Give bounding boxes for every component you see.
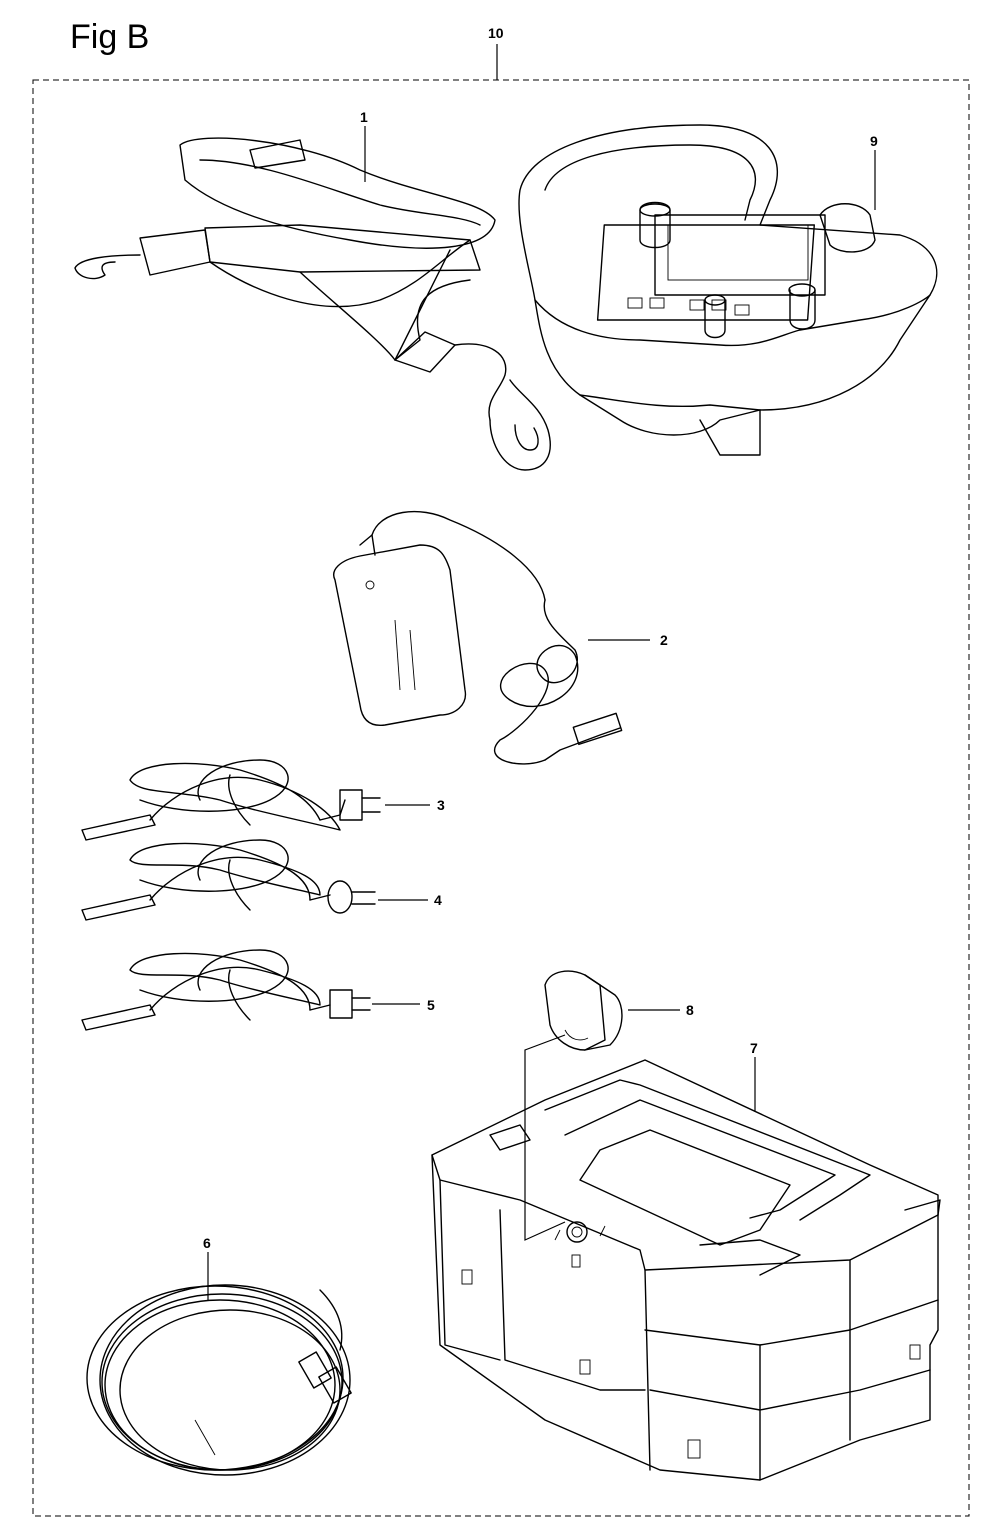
callout-1: 1 <box>360 109 368 125</box>
extension-cable-icon <box>86 1284 352 1476</box>
leader-8-link <box>524 1034 566 1241</box>
power-cord-us-icon <box>81 759 381 841</box>
power-cord-jp-icon <box>81 949 371 1031</box>
callout-2: 2 <box>660 632 668 648</box>
callout-8: 8 <box>686 1002 694 1018</box>
remote-control-icon <box>518 124 938 456</box>
power-cord-eu-icon <box>81 839 376 921</box>
callout-3: 3 <box>437 797 445 813</box>
assembly-boundary <box>32 79 970 1517</box>
callout-4: 4 <box>434 892 442 908</box>
callout-9: 9 <box>870 133 878 149</box>
shoulder-strap-icon <box>74 137 551 471</box>
callout-5: 5 <box>427 997 435 1013</box>
figure-title: Fig B <box>70 18 150 56</box>
battery-charger-icon <box>333 510 623 765</box>
case-insert-icon <box>544 970 623 1051</box>
storage-case-icon <box>431 1059 941 1481</box>
callout-10: 10 <box>488 25 504 41</box>
callout-6: 6 <box>203 1235 211 1251</box>
callout-7: 7 <box>750 1040 758 1056</box>
